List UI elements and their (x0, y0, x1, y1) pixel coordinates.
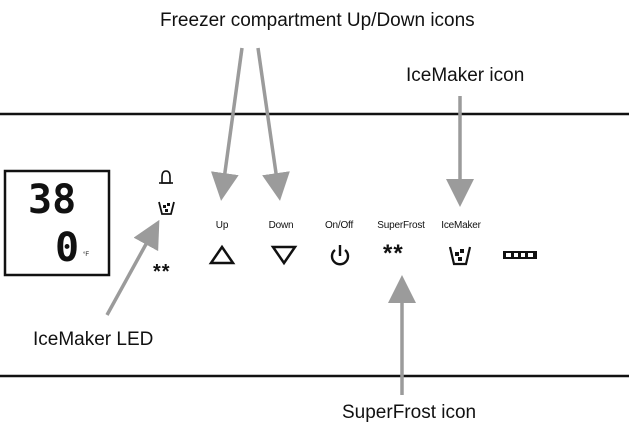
callout-icemaker-icon: IceMaker icon (406, 65, 525, 86)
label-onoff: On/Off (324, 220, 354, 231)
label-superfrost: SuperFrost (377, 220, 425, 231)
temperature-display-frame (3, 169, 111, 277)
superfrost-icon: ** (383, 240, 404, 267)
icemaker-led-icon (158, 201, 175, 215)
superfrost-led-stars: ** (153, 261, 171, 283)
arrow-to-down (256, 47, 290, 201)
callout-superfrost-icon: SuperFrost icon (342, 402, 477, 423)
callout-icemaker-led: IceMaker LED (33, 329, 154, 350)
label-down: Down (268, 220, 294, 231)
down-triangle-icon (270, 245, 298, 266)
up-triangle-icon (208, 244, 236, 265)
display-bottom-value: 0 (55, 225, 80, 271)
lock-indicator-icon (503, 251, 537, 259)
icemaker-icon (448, 246, 472, 266)
arrow-to-up (210, 47, 244, 201)
alarm-bell-icon (159, 170, 173, 184)
display-top-value: 38 (28, 177, 77, 223)
label-icemaker: IceMaker (441, 220, 481, 231)
arrow-to-icemaker-led (105, 219, 160, 316)
power-icon (330, 245, 350, 266)
callout-freezer-icons: Freezer compartment Up/Down icons (160, 10, 475, 31)
display-unit: °F (83, 252, 90, 258)
label-up: Up (215, 220, 229, 231)
